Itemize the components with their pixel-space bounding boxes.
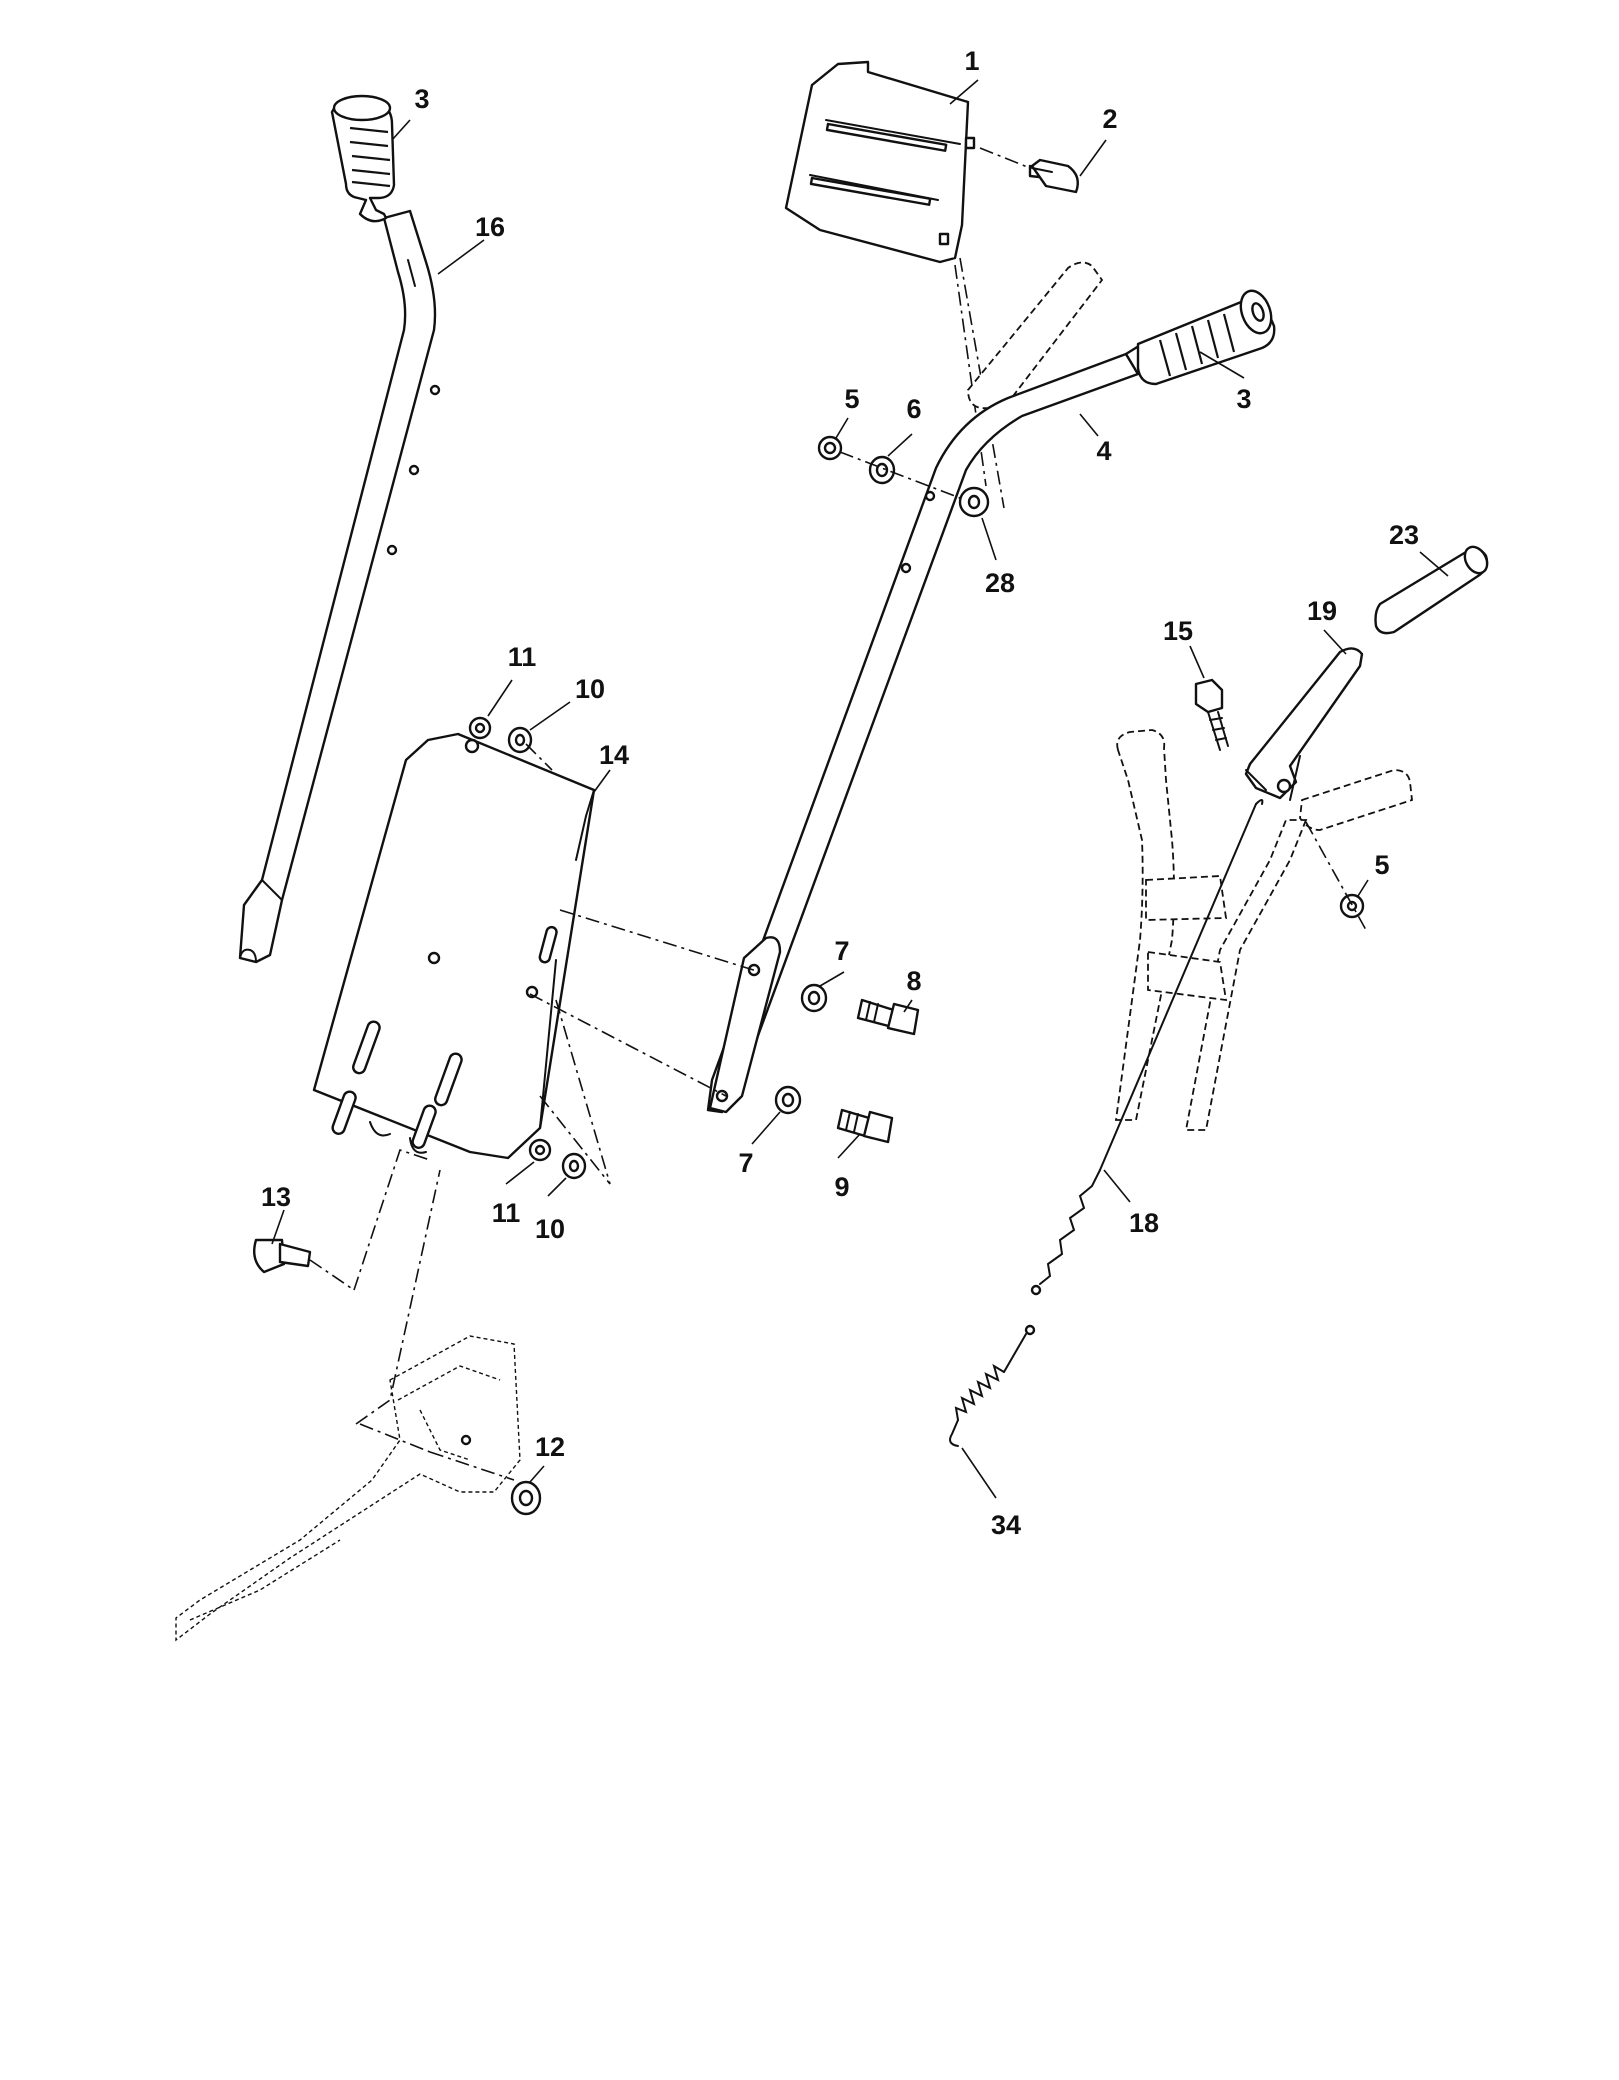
inset-ghost-handles [1114, 729, 1413, 1131]
panel-upper-axis [559, 909, 761, 973]
bracket-assembly-line-2 [359, 1423, 431, 1453]
cover-plate-assembly-line-2 [954, 264, 987, 487]
cover-plate-bolt [979, 147, 1079, 194]
inset-nut-axis [1305, 821, 1367, 931]
panel-top-washer [507, 726, 533, 754]
callout-10-top: 10 [575, 674, 605, 704]
right-handle-grip [1136, 289, 1276, 386]
callout-23: 23 [1389, 520, 1419, 550]
panel-bottom-nut [528, 1138, 552, 1162]
callout-6: 6 [906, 394, 921, 424]
right-handle-tube [706, 342, 1150, 1114]
inset-bolt [1194, 678, 1229, 751]
inset-lever [1244, 647, 1364, 801]
panel-bottom-axis-1 [555, 999, 611, 1185]
left-handle-grip [330, 94, 396, 223]
bracket-nut [510, 1480, 542, 1516]
inset-nut [1339, 893, 1365, 919]
callout-14: 14 [599, 740, 629, 770]
panel-lower-axis [529, 993, 727, 1097]
callout-4: 4 [1096, 436, 1111, 466]
leader-lines [271, 79, 1449, 1499]
return-spring [949, 1324, 1036, 1447]
callout-10-bottom: 10 [535, 1214, 565, 1244]
middle-washer-upper [800, 983, 828, 1013]
panel-bottom-washer [561, 1152, 587, 1180]
left-handle-tube [238, 209, 441, 964]
callout-11-bottom: 11 [492, 1198, 521, 1228]
nut-axis [429, 1451, 515, 1481]
panel-bottom-axis-2 [539, 1095, 611, 1185]
callout-16: 16 [475, 212, 505, 242]
callout-15: 15 [1163, 616, 1193, 646]
callout-5-inset: 5 [1374, 850, 1389, 880]
carriage-bolt [253, 1148, 431, 1291]
callout-7-lower: 7 [738, 1148, 753, 1178]
callout-19: 19 [1307, 596, 1337, 626]
inset-lever-grip [1374, 545, 1489, 635]
callout-7-upper: 7 [834, 936, 849, 966]
callout-18: 18 [1129, 1208, 1159, 1238]
callout-11-top: 11 [508, 642, 537, 672]
middle-bolt-upper [856, 998, 920, 1036]
callout-9: 9 [834, 1172, 849, 1202]
callout-labels: 1 2 3 3 4 5 5 6 7 7 8 9 10 10 11 11 12 1… [261, 46, 1419, 1540]
upper-bolt-axis [839, 451, 961, 499]
callout-1: 1 [964, 46, 979, 76]
spacer-washer [958, 486, 990, 518]
callout-5-upper: 5 [844, 384, 859, 414]
upper-washer [868, 455, 896, 485]
callout-2: 2 [1102, 104, 1117, 134]
callout-3-left: 3 [414, 84, 429, 114]
callout-3-right: 3 [1236, 384, 1251, 414]
cover-plate [784, 60, 976, 264]
middle-bolt-lower [836, 1108, 894, 1144]
right-handle-ghost-lever [967, 261, 1104, 410]
control-cable [1030, 799, 1264, 1296]
frame-bracket-phantom [175, 1335, 521, 1642]
bracket-assembly-line-1 [355, 1169, 441, 1425]
upper-nut [817, 435, 843, 461]
callout-34: 34 [991, 1510, 1021, 1540]
middle-washer-lower [774, 1085, 802, 1115]
callout-12: 12 [535, 1432, 565, 1462]
panel-top-nut [468, 716, 492, 740]
callout-13: 13 [261, 1182, 291, 1212]
callout-8: 8 [906, 966, 921, 996]
callout-28: 28 [985, 568, 1015, 598]
control-panel [312, 732, 596, 1160]
carriage-bolt-axis [309, 1259, 355, 1291]
panel-top-axis [525, 743, 553, 771]
